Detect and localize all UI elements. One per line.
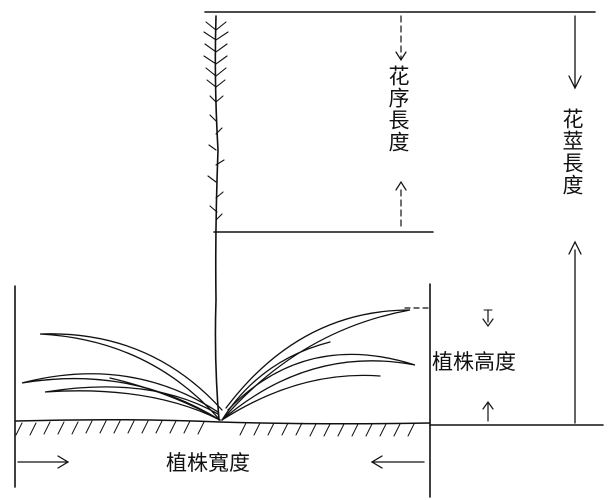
inflorescence-length-arrow xyxy=(395,15,407,231)
inflorescence xyxy=(203,21,229,221)
scape-length-arrow xyxy=(568,15,582,424)
plant-width-label: 植株寬度 xyxy=(166,451,250,475)
scape-length-label: 花莖長度 xyxy=(560,108,584,196)
leaves xyxy=(21,309,416,421)
plant-height-label: 植株高度 xyxy=(432,350,516,374)
ground-soil xyxy=(15,418,431,437)
plant-height-arrow xyxy=(482,309,494,422)
inflorescence-length-label: 花序長度 xyxy=(386,65,410,153)
flower-scape xyxy=(214,15,220,421)
plant-width-arrow xyxy=(17,455,425,469)
